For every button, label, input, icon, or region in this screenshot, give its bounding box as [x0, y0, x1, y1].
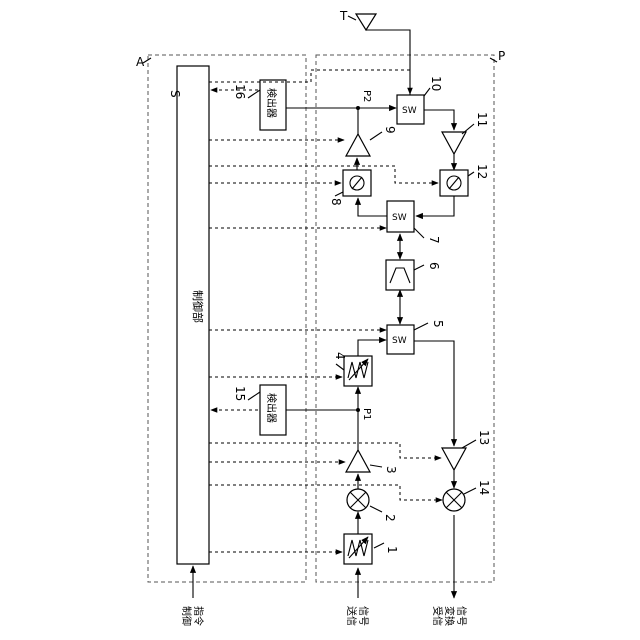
svg-text:12: 12: [475, 164, 489, 179]
svg-text:1: 1: [385, 546, 399, 554]
block-14-mixer: [443, 489, 465, 511]
svg-text:13: 13: [477, 430, 491, 445]
block-3-amplifier: [346, 450, 370, 472]
detector-15-label: 検出器: [265, 393, 278, 423]
point-p2-label: P2: [361, 90, 372, 102]
block-6-filter: [386, 260, 414, 290]
svg-text:16: 16: [233, 84, 247, 99]
svg-text:8: 8: [329, 198, 343, 206]
detector-16-label: 検出器: [265, 88, 278, 118]
antenna-label: T: [339, 9, 348, 23]
svg-text:11: 11: [475, 112, 489, 127]
svg-text:信号: 信号: [357, 606, 369, 626]
device-frame: [148, 55, 306, 582]
svg-text:変換: 変換: [443, 606, 456, 626]
svg-text:7: 7: [427, 236, 441, 244]
point-p1-label: P1: [361, 408, 372, 420]
svg-text:14: 14: [477, 480, 491, 495]
svg-text:信号: 信号: [455, 606, 467, 626]
svg-text:9: 9: [383, 126, 397, 134]
svg-text:受信: 受信: [431, 606, 443, 626]
transmit-signal-label: 送信 信号: [345, 606, 369, 626]
block-10-switch-label: SW: [402, 106, 417, 116]
block-9-amplifier: [346, 134, 370, 156]
rf-section-frame-label: P: [498, 49, 505, 63]
svg-text:5: 5: [431, 320, 445, 328]
svg-text:15: 15: [233, 386, 247, 401]
block-2-mixer: [347, 489, 369, 511]
control-unit-ref: S: [168, 90, 182, 98]
control-unit-label: 制御部: [191, 290, 205, 323]
antenna-icon: [356, 14, 376, 30]
block-7-switch-label: SW: [392, 213, 407, 223]
control-command-label: 制御 指令: [180, 606, 205, 626]
block-5-switch-label: SW: [392, 336, 407, 346]
svg-text:6: 6: [427, 262, 441, 270]
svg-text:2: 2: [383, 514, 397, 522]
svg-text:4: 4: [333, 352, 347, 360]
svg-text:指令: 指令: [192, 606, 205, 626]
rf-section-frame: [316, 55, 494, 582]
block-13-amplifier: [442, 448, 466, 470]
svg-text:10: 10: [429, 76, 443, 91]
block-11-amplifier: [442, 132, 466, 154]
svg-text:制御: 制御: [180, 606, 193, 626]
svg-text:送信: 送信: [345, 606, 358, 626]
receive-signal-label: 受信 変換 信号: [431, 606, 467, 626]
svg-text:3: 3: [384, 466, 398, 474]
